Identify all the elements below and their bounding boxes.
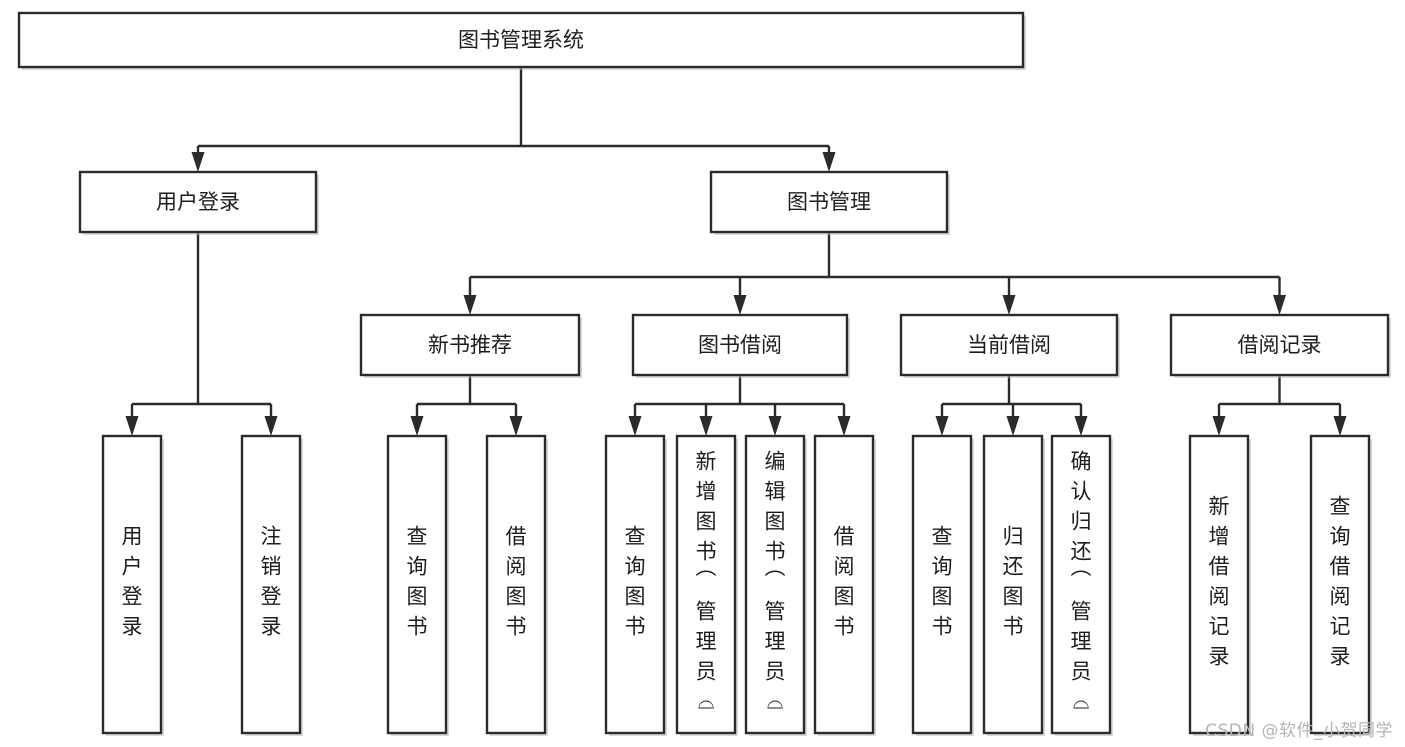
node-label: 当前借阅 (967, 333, 1051, 357)
arrow-head-icon (1002, 295, 1016, 315)
node-box[interactable] (911, 434, 973, 735)
node-label: 借阅图书 (506, 525, 527, 639)
node-box[interactable] (1188, 434, 1250, 735)
node-leaf-add-record[interactable]: 新增借阅记录 (1188, 434, 1251, 736)
node-root[interactable]: 图书管理系统 (17, 11, 1026, 70)
node-box[interactable] (709, 170, 949, 234)
node-leaf-user-login[interactable]: 用户登录 (101, 434, 164, 736)
node-current-borrow[interactable]: 当前借阅 (899, 313, 1120, 378)
arrow-head-icon (463, 295, 477, 315)
arrow-head-icon (768, 416, 782, 436)
node-leaf-return-book[interactable]: 归还图书 (982, 434, 1045, 736)
node-label: 用户登录 (122, 525, 143, 639)
node-label: 图书借阅 (698, 333, 782, 357)
connector-group-current-borrow (935, 375, 1088, 436)
node-borrow-record[interactable]: 借阅记录 (1169, 313, 1391, 378)
connector-layer (125, 67, 1347, 436)
node-label: 编辑图书⌒管理员⌓ (765, 450, 786, 714)
node-leaf-logout[interactable]: 注销登录 (240, 434, 303, 736)
node-label: 图书管理系统 (458, 28, 584, 52)
arrow-head-icon (410, 416, 424, 436)
arrow-head-icon (1273, 295, 1286, 315)
node-leaf-query-book-1[interactable]: 查询图书 (386, 434, 449, 736)
node-label: 新增借阅记录 (1209, 495, 1230, 669)
node-label: 图书管理 (787, 190, 871, 214)
connector-group-book-manage (463, 232, 1286, 315)
node-label: 用户登录 (156, 190, 240, 214)
node-leaf-borrow-book-1[interactable]: 借阅图书 (485, 434, 548, 736)
node-box[interactable] (813, 434, 875, 735)
node-box[interactable] (1169, 313, 1390, 377)
node-box[interactable] (17, 11, 1025, 69)
node-book-manage[interactable]: 图书管理 (709, 170, 950, 235)
connector-group-root (191, 67, 836, 172)
node-box[interactable] (604, 434, 666, 735)
node-label: 查询借阅记录 (1330, 495, 1351, 669)
connector-group-user-login (125, 232, 278, 436)
node-layer: 图书管理系统用户登录图书管理新书推荐图书借阅当前借阅借阅记录用户登录注销登录查询… (17, 11, 1391, 736)
node-user-login[interactable]: 用户登录 (78, 170, 319, 235)
arrow-head-icon (191, 152, 205, 172)
node-label: 新增图书⌒管理员⌓ (696, 450, 717, 714)
node-leaf-query-book-3[interactable]: 查询图书 (911, 434, 974, 736)
node-box[interactable] (899, 313, 1119, 377)
node-box[interactable] (359, 313, 581, 377)
node-leaf-query-book-2[interactable]: 查询图书 (604, 434, 667, 736)
node-box[interactable] (485, 434, 547, 735)
arrow-head-icon (1006, 416, 1020, 436)
node-box[interactable] (240, 434, 302, 735)
node-leaf-borrow-book-2[interactable]: 借阅图书 (813, 434, 876, 736)
arrow-head-icon (125, 416, 139, 436)
arrow-head-icon (699, 416, 713, 436)
arrow-head-icon (264, 416, 278, 436)
node-book-borrow[interactable]: 图书借阅 (631, 313, 850, 378)
node-new-book-rec[interactable]: 新书推荐 (359, 313, 582, 378)
arrow-head-icon (733, 295, 747, 315)
node-box[interactable] (982, 434, 1044, 735)
node-label: 借阅图书 (834, 525, 855, 639)
node-box[interactable] (675, 434, 737, 735)
node-label: 新书推荐 (428, 333, 512, 357)
arrow-head-icon (628, 416, 642, 436)
node-leaf-query-record[interactable]: 查询借阅记录 (1309, 434, 1372, 736)
node-label: 注销登录 (261, 525, 282, 639)
node-leaf-confirm-return[interactable]: 确认归还⌒管理员⌓ (1050, 434, 1113, 736)
node-box[interactable] (631, 313, 849, 377)
node-label: 借阅记录 (1238, 333, 1322, 357)
node-box[interactable] (78, 170, 318, 234)
node-leaf-add-book[interactable]: 新增图书⌒管理员⌓ (675, 434, 738, 736)
node-box[interactable] (744, 434, 806, 735)
connector-group-borrow-record (1212, 375, 1347, 436)
node-label: 查询图书 (625, 525, 646, 639)
arrow-head-icon (1074, 416, 1088, 436)
connector-group-new-book-rec (410, 375, 523, 436)
arrow-head-icon (837, 416, 851, 436)
node-box[interactable] (386, 434, 448, 735)
arrow-head-icon (935, 416, 949, 436)
node-box[interactable] (1309, 434, 1371, 735)
arrow-head-icon (1212, 416, 1226, 436)
node-label: 查询图书 (932, 525, 953, 639)
node-box[interactable] (101, 434, 163, 735)
arrow-head-icon (509, 416, 523, 436)
watermark-text: CSDN @软件_小贺同学 (1205, 721, 1393, 741)
node-leaf-edit-book[interactable]: 编辑图书⌒管理员⌓ (744, 434, 807, 736)
node-label: 确认归还⌒管理员⌓ (1071, 450, 1092, 714)
arrow-head-icon (1333, 416, 1347, 436)
node-label: 归还图书 (1003, 525, 1024, 639)
arrow-head-icon (822, 152, 836, 172)
node-label: 查询图书 (407, 525, 428, 639)
connector-group-book-borrow (628, 375, 851, 436)
node-box[interactable] (1050, 434, 1112, 735)
